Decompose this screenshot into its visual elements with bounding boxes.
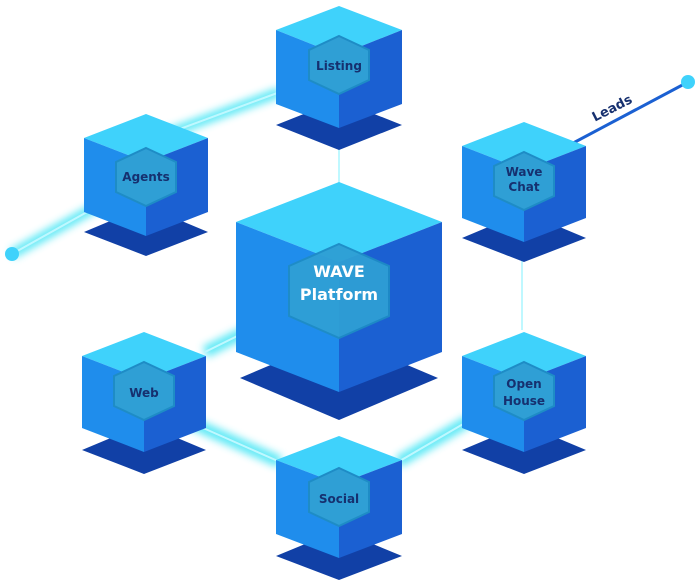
hex-badge xyxy=(113,360,175,422)
node-open-house: Open House xyxy=(462,332,586,474)
connector-end-dot-right xyxy=(681,75,695,89)
leads-label: Leads xyxy=(590,92,635,125)
social-label: Social xyxy=(319,492,359,506)
hex-badge xyxy=(493,150,555,212)
node-web: Web xyxy=(82,332,206,474)
connector-leads-right-end xyxy=(559,75,695,152)
hex-badge xyxy=(288,242,390,340)
wave-chat-label-line1: Wave xyxy=(506,165,543,179)
hex-badge xyxy=(115,146,177,208)
connector-social-openhouse xyxy=(394,414,474,468)
web-label: Web xyxy=(129,386,159,400)
node-social: Social xyxy=(276,436,402,580)
center-label-line2: Platform xyxy=(300,285,378,304)
connector-end-dot-left xyxy=(5,247,19,261)
wave-chat-label-line2: Chat xyxy=(508,180,539,194)
node-agents: Agents xyxy=(84,114,208,256)
open-house-label-line2: House xyxy=(503,394,545,408)
listing-label: Listing xyxy=(316,59,362,73)
cube-top-face xyxy=(276,6,402,55)
open-house-label-line1: Open xyxy=(506,377,541,391)
node-wave-chat: Wave Chat xyxy=(462,122,586,262)
agents-label: Agents xyxy=(122,170,169,184)
hex-badge xyxy=(493,360,555,422)
hex-badge xyxy=(308,466,370,528)
node-listing: Listing xyxy=(276,6,402,150)
hex-badge xyxy=(308,34,370,96)
node-center-wave-platform: WAVE Platform xyxy=(236,182,442,420)
center-label-line1: WAVE xyxy=(313,262,365,281)
